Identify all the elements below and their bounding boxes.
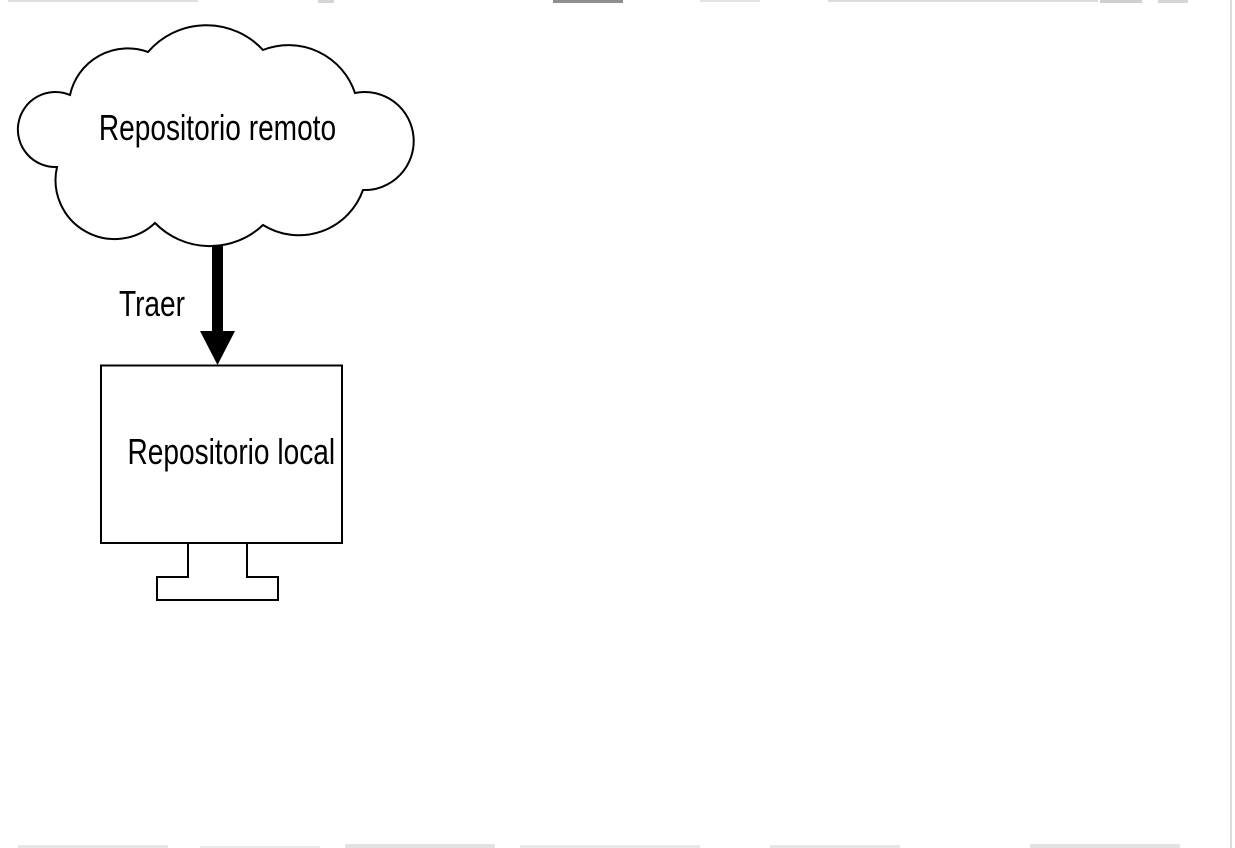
monitor-screen-shape xyxy=(100,364,343,544)
remote-repo-label: Repositorio remoto xyxy=(98,107,337,148)
pull-arrow xyxy=(200,245,235,365)
pull-edge-label: Traer xyxy=(118,283,186,324)
local-repo-label: Repositorio local xyxy=(127,431,336,472)
remote-repo-cloud-shape xyxy=(16,24,415,248)
monitor-stand-shape xyxy=(156,544,279,601)
